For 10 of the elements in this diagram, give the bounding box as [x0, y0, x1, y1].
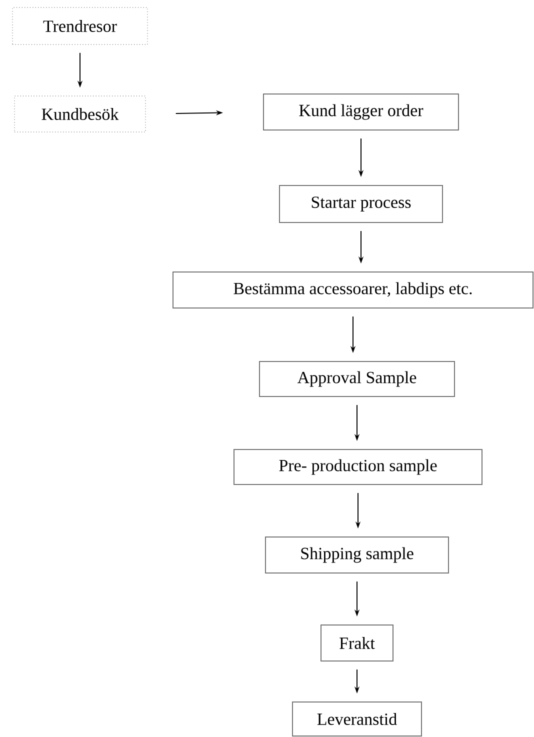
process-box: Bestämma accessoarer, labdips etc.	[172, 272, 534, 308]
process-box: Frakt	[320, 624, 394, 662]
process-box: Leveranstid	[292, 702, 422, 736]
process-box: Shipping sample	[265, 536, 449, 574]
process-box: Approval Sample	[259, 361, 455, 397]
process-box: Pre- production sample	[234, 449, 482, 485]
process-box: Startar process	[279, 185, 443, 223]
dotted-box: Trendresor	[12, 7, 148, 45]
process-box: Kund lägger order	[263, 94, 459, 130]
dotted-box: Kundbesök	[14, 96, 146, 132]
